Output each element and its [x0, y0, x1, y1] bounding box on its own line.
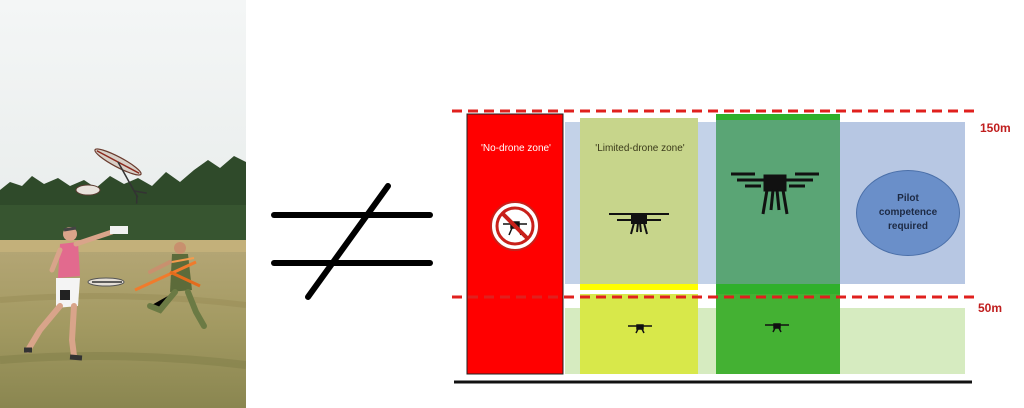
altitude-50m-label: 50m [978, 301, 1003, 315]
rc-glider-photo [0, 0, 246, 408]
large-drone-icon [731, 172, 819, 215]
limited-drone-zone-label: 'Limited-drone zone' [595, 143, 685, 154]
limited-drone-zone-lower [580, 294, 698, 374]
airspace-zone-diagram: 'No-drone zone' 'Limited-drone zone' Pil… [440, 100, 1024, 408]
limited-drone-zone-upper [580, 118, 698, 284]
small-drone-icon [628, 324, 652, 334]
small-drone-icon [765, 323, 789, 333]
altitude-150m-label: 150m [980, 121, 1011, 135]
pilot-competence-label: Pilot competence required [878, 193, 938, 232]
no-drone-sign-icon [490, 201, 540, 251]
pilot-competence-oval: Pilot competence required [856, 170, 960, 256]
no-drone-zone-label: 'No-drone zone' [481, 143, 551, 154]
drone-icon [609, 213, 669, 235]
drone-zone-lower [716, 294, 840, 374]
not-equal-icon [268, 180, 438, 310]
